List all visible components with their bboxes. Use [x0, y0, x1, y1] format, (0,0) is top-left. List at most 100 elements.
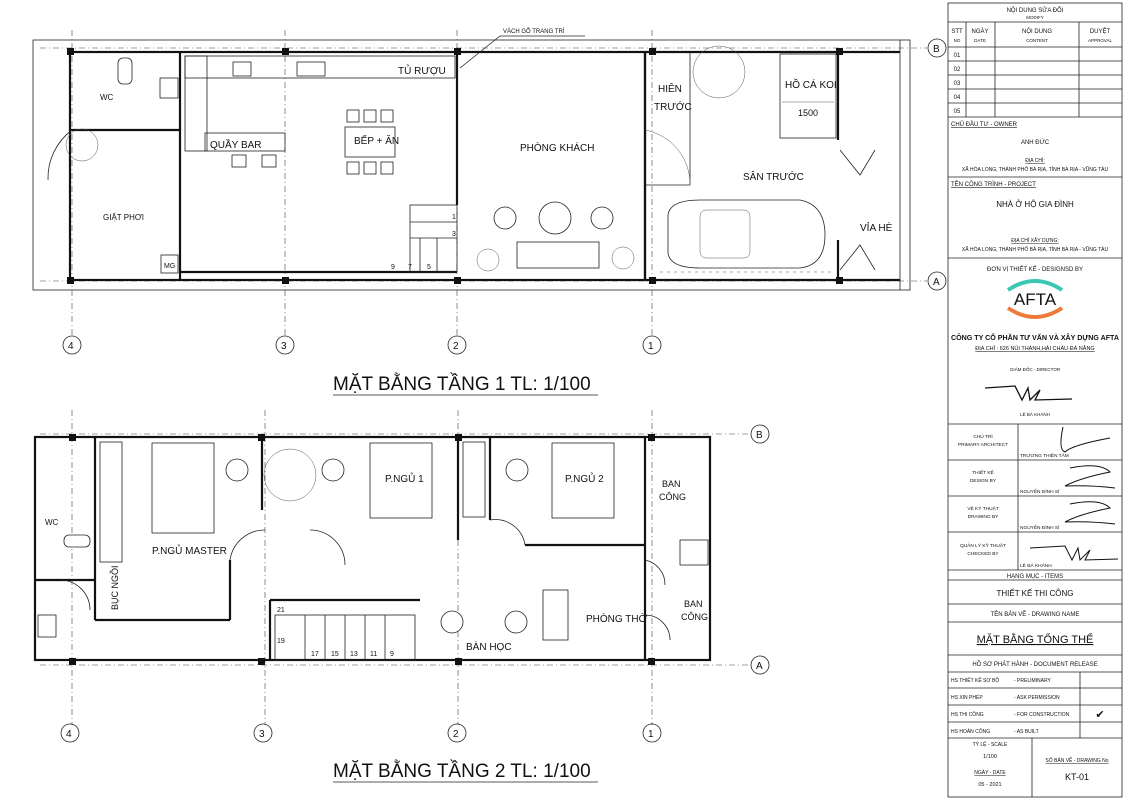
drawing-no: KT-01: [1065, 772, 1089, 782]
sink-icon: [159, 77, 179, 99]
staff-role-en: PRIMARY ARCHITECT: [958, 442, 1008, 448]
drawing-name: MẶT BẰNG TỔNG THỂ: [977, 633, 1094, 646]
header-approval: APPROVAL: [1088, 38, 1112, 43]
tree-icon: [692, 45, 746, 99]
stair-number: 17: [311, 651, 319, 658]
staff-role: QUẢN LÝ KỸ THUẬT: [960, 542, 1006, 549]
grid-label: 2: [453, 341, 459, 352]
room-label-pngu-master: P.NGỦ MASTER: [152, 544, 227, 557]
revision-row: 04: [954, 95, 961, 101]
room-label-mg: MG: [164, 263, 175, 270]
room-label-ban-cong: CÔNG: [681, 612, 708, 622]
grid-label: B: [933, 44, 940, 55]
release-type-en: - FOR CONSTRUCTION: [1014, 712, 1070, 718]
callout-label: VÁCH GỖ TRANG TRÍ: [503, 28, 565, 35]
company-address: ĐỊA CHỈ : 626 NÚI THÀNH,HẢI CHÂU ĐÀ NẴNG: [975, 345, 1094, 352]
room-label-tu-ruou: TỦ RƯỢU: [398, 64, 446, 77]
stove-icon: [232, 61, 252, 77]
check-icon: ✔: [1095, 709, 1104, 721]
release-type-en: - ASK PERMISSION: [1014, 695, 1060, 701]
revision-row: 02: [954, 67, 961, 73]
logo-text: AFTA: [1014, 290, 1057, 309]
site-boundary: [32, 39, 911, 291]
release-type-en: - PRELIMINARY: [1014, 678, 1052, 684]
room-label-phong-tho: PHÒNG THỜ: [586, 612, 648, 625]
grid-label: A: [756, 661, 763, 672]
room-label-bep-an: BẾP + ĂN: [354, 134, 399, 147]
afta-logo: AFTA: [1006, 279, 1064, 319]
staff-name: LÊ BÁ KHÁNH: [1020, 561, 1052, 569]
grid-label: 4: [66, 729, 72, 740]
stair-number: 21: [277, 607, 285, 614]
staff-name: NGUYỄN ĐÌNH SĨ: [1020, 488, 1060, 495]
room-label-ho-ca-koi: HỒ CÁ KOI: [785, 78, 837, 91]
staff-role-en: CHECKED BY: [967, 551, 999, 557]
grid-label: 4: [68, 341, 74, 352]
release-type: HS THIẾT KẾ SƠ BỘ: [951, 677, 999, 684]
header-duyet: DUYỆT: [1090, 27, 1111, 35]
room-label-ban-cong: BAN: [662, 479, 681, 489]
stair-number: 15: [331, 651, 339, 658]
site-address-label: ĐỊA CHỈ XÂY DỰNG:: [1011, 237, 1059, 244]
room-label-via-he: VỈA HÈ: [860, 221, 893, 234]
staff-role-en: DRAWING BY: [968, 514, 1000, 520]
site-address: XÃ HÒA LONG, THÀNH PHỐ BÀ RỊA, TỈNH BÀ R…: [962, 246, 1109, 253]
owner-address-label: ĐỊA CHỈ:: [1025, 157, 1044, 164]
stair-number: 9: [391, 264, 395, 271]
staff-role: THIẾT KẾ: [972, 469, 994, 476]
stair-number: 1: [452, 214, 456, 221]
tree-icon: [65, 128, 99, 162]
tree-icon: [263, 448, 317, 502]
release-type: HS THI CÔNG: [951, 711, 984, 718]
room-label-buc-ngoi: BỤC NGỒI: [109, 565, 120, 610]
drawing-no-label: SỐ BẢN VẼ - DRAWING No: [1045, 757, 1108, 764]
header-content: CONTENT: [1026, 38, 1048, 43]
columns: [67, 48, 843, 284]
designer-label: ĐƠN VỊ THIẾT KẾ - DESIGNSD BY: [987, 266, 1083, 273]
room-label-ban-cong: CÔNG: [659, 492, 686, 502]
header-date: DATE: [974, 38, 986, 43]
release-type: HS XIN PHÉP: [951, 694, 983, 701]
date-label: NGÀY - DATE: [974, 769, 1006, 776]
room-label-quay-bar: QUẦY BAR: [210, 138, 262, 151]
release-label: HỒ SƠ PHÁT HÀNH - DOCUMENT RELEASE: [972, 661, 1097, 668]
room-label-phong-khach: PHÒNG KHÁCH: [520, 141, 594, 154]
room-label-san-truoc: SÂN TRƯỚC: [743, 170, 804, 183]
scale-label: TỶ LỆ - SCALE: [973, 740, 1008, 748]
dining-table: [344, 126, 396, 158]
bed-2: [551, 442, 615, 519]
owner-label: CHỦ ĐẦU TƯ - OWNER: [951, 121, 1018, 128]
staff-signatures: [1029, 426, 1119, 562]
room-label-wc: WC: [45, 518, 59, 527]
callout-vach-go: VÁCH GỖ TRANG TRÍ: [459, 28, 585, 69]
floor-plan-2: WC BỤC NGỒI P.NGỦ MASTER P.NGỦ 1 P.NGỦ 2…: [33, 410, 770, 783]
stair-number: 3: [452, 231, 456, 238]
plan-1-title: MẶT BẰNG TẦNG 1 TL: 1/100: [333, 373, 591, 395]
room-label-ban-hoc: BÀN HỌC: [466, 640, 512, 653]
grid-label: A: [933, 277, 940, 288]
grid-label: 1: [648, 729, 654, 740]
revision-row: 05: [954, 109, 961, 115]
car-icon: [667, 199, 826, 269]
bed-master: [151, 442, 215, 534]
header-noidung: NỘI DUNG: [1022, 28, 1052, 35]
floor-plan-1: VÁCH GỖ TRANG TRÍ WC GIẶT PHƠI MG QUẦY B…: [32, 28, 947, 396]
staff-role: VẼ KỸ THUẬT: [967, 505, 998, 512]
revision-row: 01: [954, 53, 961, 59]
sink-icon: [37, 614, 57, 638]
title-block: NỘI DUNG SỬA ĐỔI MODIFY STT NO NGÀY DATE…: [947, 2, 1123, 798]
plant-icon: [476, 248, 500, 272]
header-stt: STT: [951, 29, 963, 35]
director-name: LÊ BÁ KHÁNH: [1020, 410, 1050, 417]
staff-role-en: DESIGN BY: [970, 478, 997, 484]
stair-number: 13: [350, 651, 358, 658]
dimension-1500: 1500: [798, 108, 818, 118]
stair-number: 9: [390, 651, 394, 658]
modify-title: NỘI DUNG SỬA ĐỔI: [1007, 7, 1064, 14]
items-label: HẠNG MỤC - ITEMS: [1007, 574, 1063, 580]
modify-subtitle: MODIFY: [1026, 15, 1044, 20]
scale-value: 1/100: [983, 754, 997, 760]
grid-label: 1: [648, 341, 654, 352]
plant-icon: [611, 246, 635, 270]
